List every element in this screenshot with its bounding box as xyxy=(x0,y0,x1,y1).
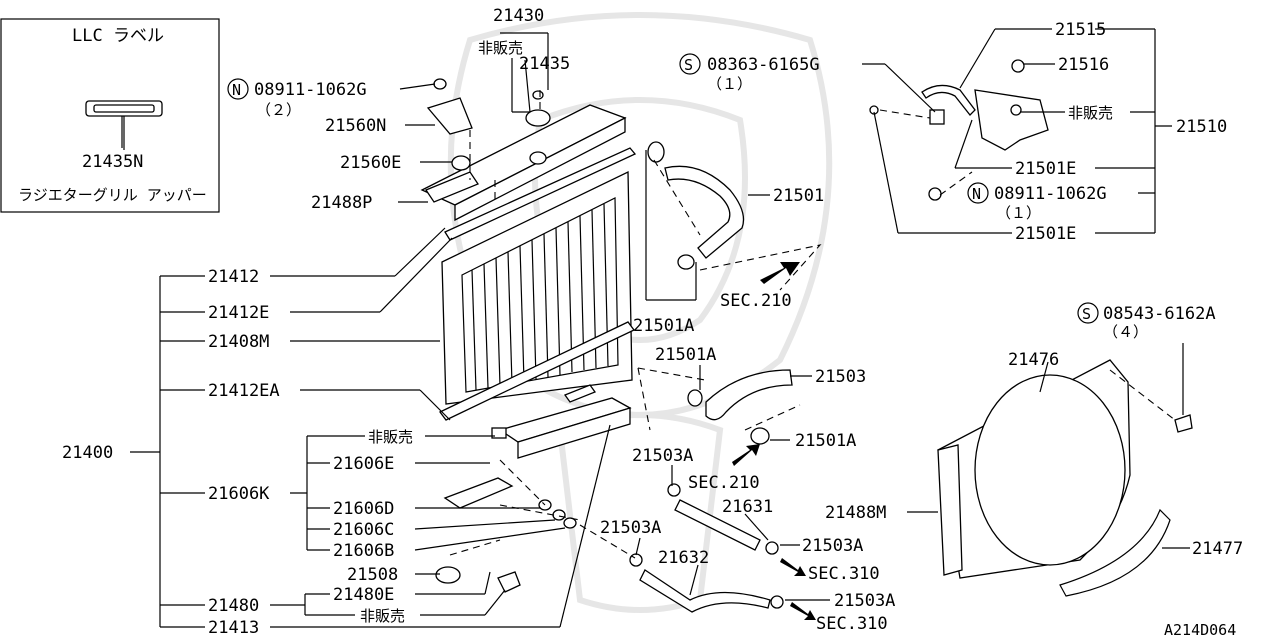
hoses xyxy=(629,141,793,613)
label-hiban-mid: 非販売 xyxy=(368,428,413,446)
label-qty1b: （１） xyxy=(996,204,1041,222)
label-21476: 21476 xyxy=(1008,350,1059,370)
label-21606C: 21606C xyxy=(333,520,394,540)
label-21503A-b: 21503A xyxy=(600,518,661,538)
label-hiban-tank: 非販売 xyxy=(1068,104,1113,122)
label-21503A-c: 21503A xyxy=(802,536,863,556)
label-21508: 21508 xyxy=(347,565,398,585)
reservoir-tank xyxy=(869,59,1049,201)
label-21606K: 21606K xyxy=(208,484,270,504)
label-21413: 21413 xyxy=(208,618,259,638)
label-hiban-low: 非販売 xyxy=(360,607,405,625)
label-sec310a: SEC.310 xyxy=(808,564,880,584)
label-21501E-b: 21501E xyxy=(1015,224,1076,244)
label-sec210a: SEC.210 xyxy=(720,291,792,311)
label-21631: 21631 xyxy=(722,497,773,517)
label-21501A-b: 21501A xyxy=(655,345,716,365)
direction-arrows xyxy=(732,262,816,620)
label-21412E: 21412E xyxy=(208,303,269,323)
label-21501: 21501 xyxy=(773,186,824,206)
label-21515: 21515 xyxy=(1055,20,1106,40)
label-21430: 21430 xyxy=(493,6,544,26)
label-21560N: 21560N xyxy=(325,116,386,136)
label-21435: 21435 xyxy=(519,54,570,74)
label-21480E: 21480E xyxy=(333,585,394,605)
label-21503A-a: 21503A xyxy=(632,446,693,466)
s-symbol-2: S xyxy=(1082,305,1091,323)
label-21480: 21480 xyxy=(208,596,259,616)
label-qty2: （２） xyxy=(256,101,301,119)
label-21606D: 21606D xyxy=(333,499,394,519)
label-21501A-c: 21501A xyxy=(795,431,856,451)
label-21606E: 21606E xyxy=(333,454,394,474)
label-21488P: 21488P xyxy=(311,193,372,213)
label-21412EA: 21412EA xyxy=(208,381,280,401)
part-labels: 21430 非販売 21435 08911-1062G （２） 21560N 2… xyxy=(62,6,1243,639)
label-sec310b: SEC.310 xyxy=(816,614,888,634)
n-symbol-2: N xyxy=(972,185,981,203)
inset-title: LLC ラベル xyxy=(72,26,164,46)
label-08363: 08363-6165G xyxy=(707,55,820,75)
label-21632: 21632 xyxy=(658,548,709,568)
label-21477: 21477 xyxy=(1192,539,1243,559)
circled-symbols: N S N S xyxy=(227,53,1099,324)
label-21412: 21412 xyxy=(208,267,259,287)
s-symbol: S xyxy=(684,56,693,74)
label-21408M: 21408M xyxy=(208,332,269,352)
inset-part-number: 21435N xyxy=(82,152,143,172)
label-21503A-d: 21503A xyxy=(834,591,895,611)
label-21501E-a: 21501E xyxy=(1015,159,1076,179)
leader-lines xyxy=(121,28,1190,628)
label-21516: 21516 xyxy=(1058,55,1109,75)
drawing-number: A214D064 xyxy=(1164,621,1236,639)
label-21488M: 21488M xyxy=(825,503,886,523)
label-08911-b: 08911-1062G xyxy=(994,184,1107,204)
dashed-guides xyxy=(449,90,1176,559)
radiator xyxy=(420,78,637,593)
label-qty4: （４） xyxy=(1103,323,1148,341)
label-21503: 21503 xyxy=(815,367,866,387)
label-21560E: 21560E xyxy=(340,153,401,173)
label-hiban-top: 非販売 xyxy=(478,39,523,57)
label-qty1a: （１） xyxy=(707,75,752,93)
fan-shroud xyxy=(937,359,1193,597)
label-21400: 21400 xyxy=(62,443,113,463)
label-sec210b: SEC.210 xyxy=(688,473,760,493)
inset-box: LLC ラベル 21435N ラジエターグリル アッパー xyxy=(0,18,220,213)
label-08543: 08543-6162A xyxy=(1103,304,1216,324)
label-21510: 21510 xyxy=(1176,117,1227,137)
n-symbol: N xyxy=(232,81,241,99)
label-21501A-a: 21501A xyxy=(633,316,694,336)
label-08911-a: 08911-1062G xyxy=(254,80,367,100)
inset-caption: ラジエターグリル アッパー xyxy=(18,186,207,204)
label-21606B: 21606B xyxy=(333,541,394,561)
